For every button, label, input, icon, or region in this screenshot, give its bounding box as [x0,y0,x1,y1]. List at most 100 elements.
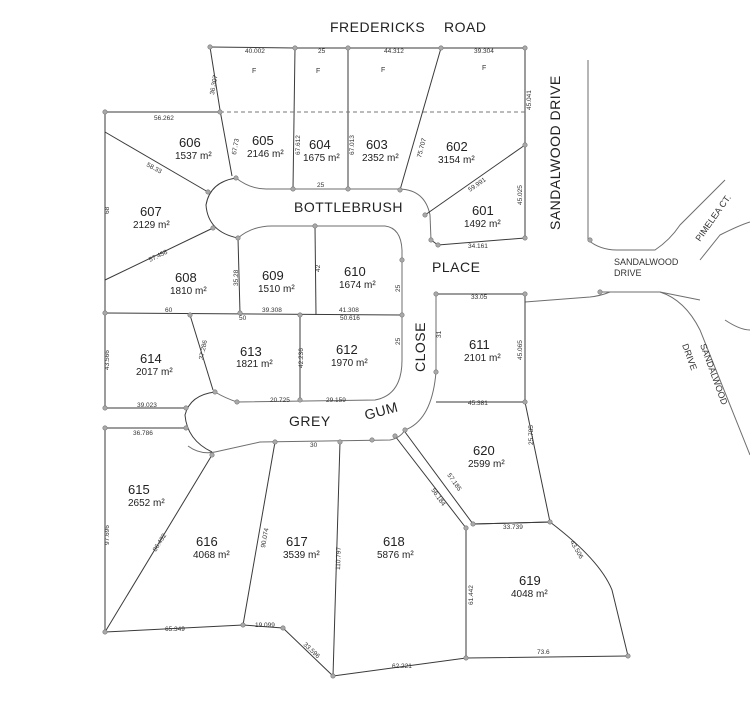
lot-area: 2129 m² [133,220,170,231]
lot-number: 604 [309,137,331,152]
lot-number: 611 [469,337,490,352]
survey-pin [237,310,243,316]
lot-area: 1810 m² [170,286,207,297]
lot-area: 2352 m² [362,153,399,164]
street-bottlebrush: BOTTLEBRUSH [294,199,403,215]
dim-label: 50 [239,315,247,322]
survey-pin [102,425,108,431]
lot-number: 607 [140,204,162,219]
flag-marker: F [381,67,385,74]
dim-label: 60 [165,307,173,314]
survey-pin [522,235,528,241]
dim-label: 86.492 [152,532,169,553]
lot-number: 603 [366,137,388,152]
dim-label: 25.785 [528,425,535,445]
lot-area: 3154 m² [438,155,475,166]
survey-pin [470,521,476,527]
survey-pin [433,291,439,297]
lot-number: 619 [519,573,541,588]
lot-604: 604 1675 m² [303,137,340,164]
street-pimelea: PIMELEA CT. [693,193,732,243]
lot-area: 1537 m² [175,151,212,162]
lot-area: 1674 m² [339,280,376,291]
lot-613: 613 1821 m² [236,344,273,370]
lot-area: 2101 m² [464,353,501,364]
lot-area: 2599 m² [468,459,505,470]
lot-605: 605 2146 m² [247,133,284,160]
dim-label: 45.041 [526,90,533,110]
dim-label: 97.696 [104,525,111,545]
dim-label: 42 [315,264,322,272]
lot-area: 2017 m² [136,367,173,378]
survey-pin [212,389,218,395]
lot-number: 608 [175,270,197,285]
survey-pin [397,187,403,193]
survey-pin [522,291,528,297]
survey-pin [297,397,303,403]
survey-pin [297,312,303,318]
dim-label: 43.506 [568,540,584,561]
dim-label: 73.6 [537,649,550,656]
survey-pin [345,186,351,192]
lot-607: 607 2129 m² [133,204,170,231]
lot-612: 612 1970 m² [331,342,368,369]
lot-608: 608 1810 m² [170,270,207,297]
dim-label: 19.099 [255,622,275,629]
dim-label: 39.308 [262,307,282,314]
survey-pin [597,289,603,295]
survey-pin [217,109,223,115]
street-fredericks: FREDERICKS [330,19,425,35]
survey-pin [337,439,343,445]
lot-area: 2146 m² [247,149,284,160]
street-gum: GUM [363,399,400,423]
lot-area: 1510 m² [258,284,295,295]
dim-label: 25 [318,48,326,55]
dim-label: 56.184 [429,487,446,508]
dim-label: 45.381 [468,400,488,407]
lot-619: 619 4048 m² [511,573,548,600]
lot-606: 606 1537 m² [175,135,212,162]
lot-area: 1970 m² [331,358,368,369]
survey-pin [102,629,108,635]
dim-label: 67.73 [231,138,241,156]
dim-label: 75.707 [416,137,428,158]
lot-number: 615 [128,482,150,497]
street-place: PLACE [432,259,480,275]
flag-marker: F [252,68,256,75]
dim-label: 43.566 [104,350,111,370]
flag-marker: F [316,68,320,75]
dim-label: 30 [310,442,318,449]
lot-area: 1492 m² [464,219,501,230]
dim-label: 33.739 [503,524,523,531]
lot-number: 618 [383,534,405,549]
dim-label: 39.023 [137,402,157,409]
dim-label: 67.013 [349,135,356,155]
dim-label: 62.221 [392,663,412,670]
lot-area: 3539 m² [283,550,320,561]
survey-pin [234,399,240,405]
lot-number: 602 [446,139,468,154]
dim-label: 34.161 [468,243,488,250]
lot-617: 617 3539 m² [283,534,320,561]
survey-pin [209,452,215,458]
dim-label: 40.002 [245,48,265,55]
lot-area: 4048 m² [511,589,548,600]
survey-pin [102,405,108,411]
survey-pin [428,237,434,243]
survey-pin [402,427,408,433]
survey-pin [233,175,239,181]
survey-pin [102,310,108,316]
lot-number: 613 [240,344,262,359]
dim-label: 65.349 [165,626,185,633]
dim-label: 39.304 [474,48,494,55]
lot-615: 615 2652 m² [128,482,165,509]
flag-marker: F [482,65,486,72]
survey-pin [399,312,405,318]
dim-label: 37.286 [198,339,209,360]
survey-pin [235,235,241,241]
lot-number: 609 [262,268,284,283]
survey-pin [625,653,631,659]
dim-label: 36.786 [133,430,153,437]
survey-pin [183,425,189,431]
lot-number: 614 [140,351,162,366]
